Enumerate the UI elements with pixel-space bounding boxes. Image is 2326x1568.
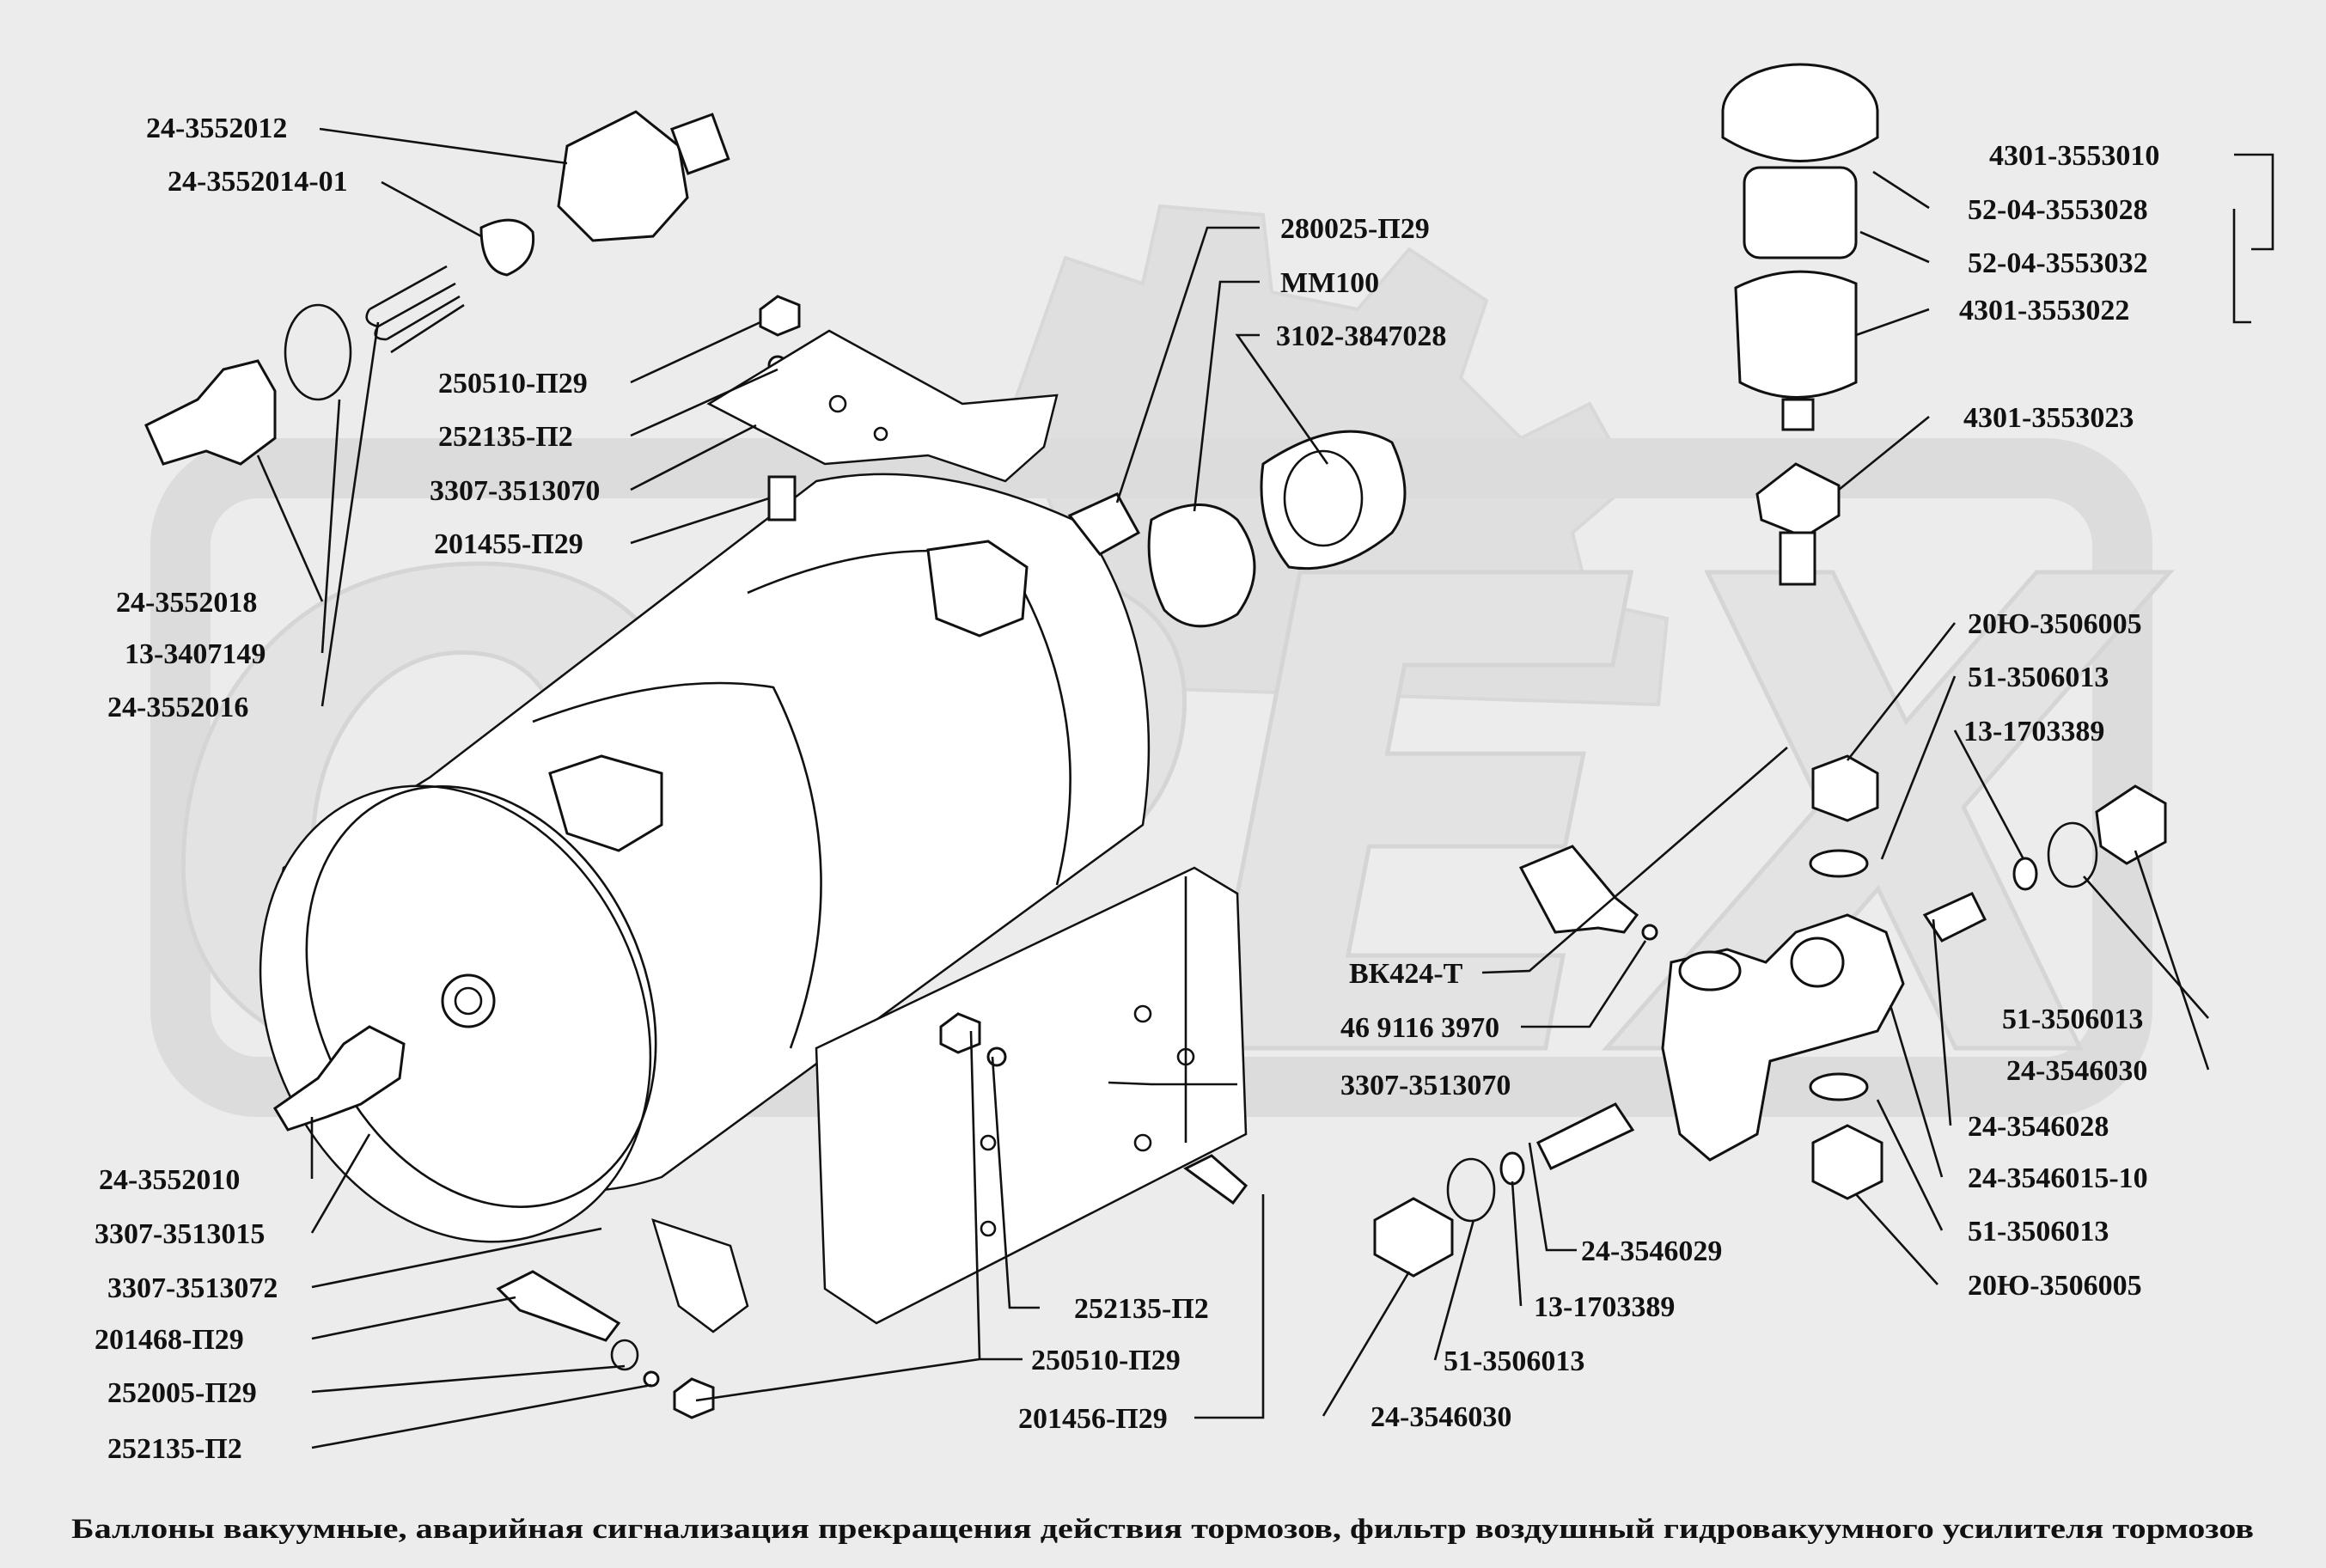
part-label: 3307-3513070 <box>430 475 600 507</box>
part-labels: 24-3552012 24-3552014-01 24-3552018 13-3… <box>95 113 2159 1465</box>
part-label: ММ100 <box>1280 267 1379 299</box>
part-label: 20Ю-3506005 <box>1968 1270 2142 1302</box>
switch-ball <box>1641 924 1658 941</box>
part-label: 51-3506013 <box>2002 1004 2143 1035</box>
switch-vk424 <box>1518 845 1639 934</box>
washer-252005 <box>610 1339 639 1371</box>
nipple-24-3546028 <box>1922 892 1987 943</box>
adapter-280025 <box>1067 492 1141 556</box>
washer-lower <box>1809 1072 1869 1101</box>
part-label: 24-3546029 <box>1581 1235 1722 1267</box>
part-label: 24-3552014-01 <box>168 166 348 198</box>
leader-lines <box>256 127 2274 1449</box>
nut-250510 <box>759 295 801 337</box>
part-label: 13-1703389 <box>1534 1291 1675 1323</box>
part-label: 3307-3513015 <box>95 1218 265 1250</box>
part-label: 3102-3847028 <box>1276 320 1446 352</box>
part-label: 51-3506013 <box>1968 1216 2109 1248</box>
part-label: 52-04-3553028 <box>1968 194 2148 226</box>
vacuum-cylinder <box>259 473 1248 1333</box>
ring-13-3407149 <box>284 303 352 401</box>
part-label: 4301-3553022 <box>1959 295 2129 326</box>
part-label: ВК424-Т <box>1349 958 1463 990</box>
part-label: 51-3506013 <box>1968 662 2109 693</box>
sensor-parts <box>706 295 1407 628</box>
nut-250510-lower <box>673 1377 715 1419</box>
strap-clamp-front <box>548 754 663 852</box>
filter-housing-4301-3553022 <box>1734 270 1858 399</box>
part-label: 252005-П29 <box>107 1377 257 1409</box>
washer-upper <box>1809 849 1869 878</box>
plate-3307-3513070 <box>706 329 1059 483</box>
nut-20U-upper <box>1811 754 1879 822</box>
part-label: 280025-П29 <box>1280 213 1430 245</box>
bolt-201455 <box>767 475 797 522</box>
mounting-bracket <box>815 866 1248 1325</box>
spring-24-3552016 <box>365 265 465 354</box>
washer-252135-bracket <box>986 1046 1007 1067</box>
part-label: 4301-3553010 <box>1989 140 2159 172</box>
plug-24-3546030-upper <box>2095 784 2167 865</box>
part-label: 24-3546028 <box>1968 1111 2109 1143</box>
part-label: 252135-П2 <box>107 1433 242 1465</box>
ring-13-1703389-lower <box>1499 1151 1525 1186</box>
bolt-201468 <box>496 1270 621 1342</box>
washer-252135-lower <box>643 1370 660 1388</box>
part-label: 52-04-3553032 <box>1968 247 2148 279</box>
part-label: 201468-П29 <box>95 1324 244 1356</box>
washer-51-3506013-lower <box>1446 1157 1496 1223</box>
part-label: 4301-3553023 <box>1963 402 2134 434</box>
part-label: 3307-3513072 <box>107 1272 278 1304</box>
strap-front <box>532 681 822 1049</box>
part-label: 250510-П29 <box>1031 1345 1181 1376</box>
part-label: 24-3552010 <box>99 1164 240 1196</box>
part-label: 46 9116 3970 <box>1340 1012 1499 1044</box>
part-label: 24-3546030 <box>1371 1401 1511 1433</box>
plug-24-3546030-lower <box>1373 1197 1454 1278</box>
part-label: 252135-П2 <box>1074 1293 1209 1325</box>
diagram-caption: Баллоны вакуумные, аварийная сигнализаци… <box>71 1514 2254 1545</box>
part-label: 51-3506013 <box>1444 1345 1584 1377</box>
strap-clamp-rear <box>926 540 1029 638</box>
part-label: 24-3552018 <box>116 587 257 619</box>
ring-13-1703389-upper <box>2012 857 2038 891</box>
filter-fitting-4301-3553023 <box>1755 462 1841 539</box>
part-label: 250510-П29 <box>438 368 588 400</box>
air-filter <box>1721 63 1879 586</box>
part-label: 3307-3513070 <box>1340 1070 1511 1101</box>
part-label: 20Ю-3506005 <box>1968 608 2142 640</box>
bolt-201456 <box>1183 1154 1248 1205</box>
part-label: 24-3552016 <box>107 692 248 723</box>
union-fittings-top-left <box>144 110 730 466</box>
part-label: 24-3552012 <box>146 113 287 144</box>
union-nut-24-3552012 <box>557 110 689 242</box>
bracket-foot <box>651 1218 749 1333</box>
part-label: 201455-П29 <box>434 528 583 560</box>
cylinder-port <box>441 973 496 1028</box>
fitting-24-3552010 <box>272 1025 406 1132</box>
washer-51-3506013-upper <box>2047 821 2098 888</box>
nut-250510-bracket <box>939 1012 981 1054</box>
part-label: 13-3407149 <box>125 638 266 670</box>
part-label: 24-3546030 <box>2006 1055 2147 1087</box>
filter-element-52-04-3553032 <box>1743 166 1858 259</box>
part-label: 13-1703389 <box>1963 716 2104 747</box>
nipple-24-3552018 <box>144 359 277 466</box>
fasteners <box>272 1012 1248 1419</box>
part-label: 201456-П29 <box>1018 1403 1168 1435</box>
sensor-mm100 <box>1147 503 1256 628</box>
nut-20U-lower <box>1811 1124 1883 1200</box>
gasket-24-3552014-01 <box>479 218 535 277</box>
nipple-24-3546029 <box>1535 1102 1635 1170</box>
part-label: 24-3546015-10 <box>1968 1162 2148 1194</box>
part-label: 252135-П2 <box>438 421 573 453</box>
